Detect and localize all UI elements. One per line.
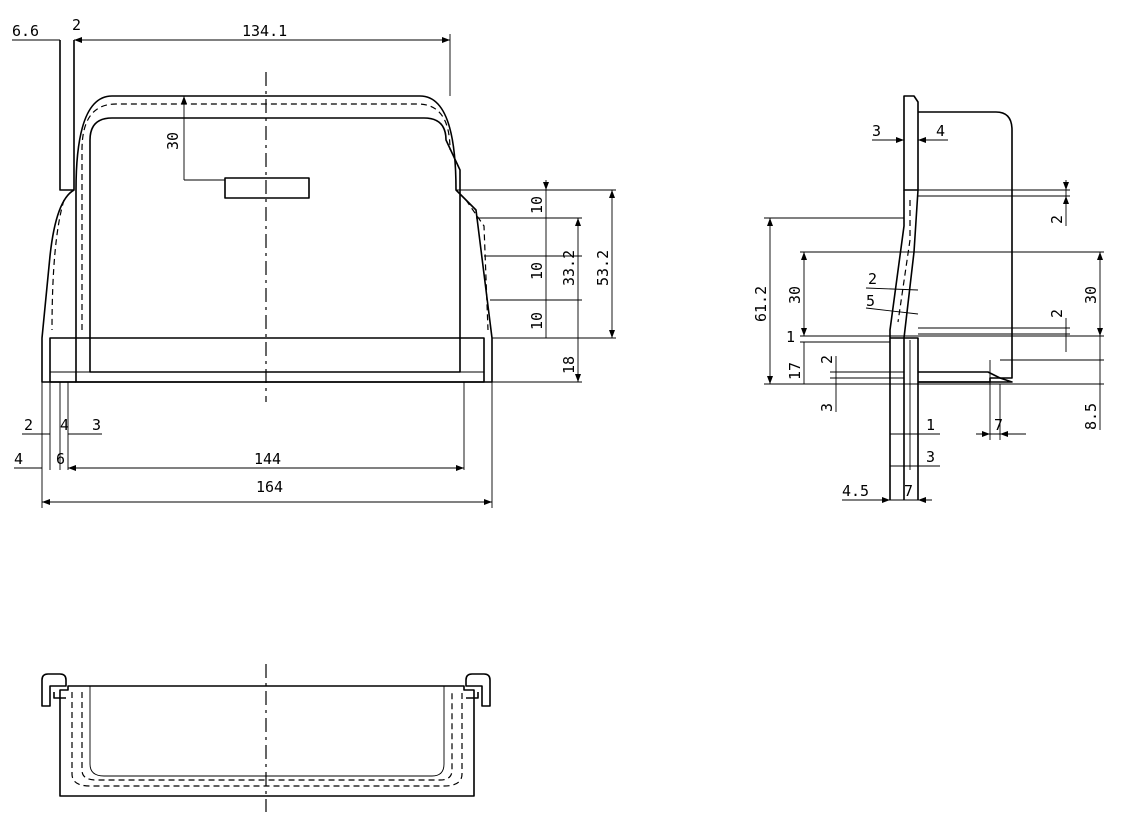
front-left-wall: [59, 40, 75, 191]
dim-53-2: 53.2: [594, 250, 612, 286]
top-hidden-inner-1: [71, 692, 463, 787]
dim-side-61-2: 61.2: [752, 286, 770, 322]
dim-2-top: 2: [72, 16, 81, 34]
dim-side-4-top: 4: [936, 122, 945, 140]
dim-side-5-slope: 5: [866, 292, 875, 310]
front-hidden-top: [81, 103, 451, 330]
side-panel-outline: [918, 111, 1013, 383]
dim-4-left: 4: [14, 450, 23, 468]
dim-30-slot: 30: [164, 132, 182, 150]
dim-side-8-5: 8.5: [1082, 403, 1100, 430]
side-foot: [918, 371, 1013, 383]
dim-10-c: 10: [528, 312, 546, 330]
dim-164: 164: [256, 478, 283, 496]
dim-side-30-right: 30: [1082, 286, 1100, 304]
dim-4-bottom: 4: [60, 416, 69, 434]
top-view: [41, 664, 491, 812]
top-left-clip: [41, 673, 67, 707]
dim-side-4-5: 4.5: [842, 482, 869, 500]
dim-side-2-slope: 2: [868, 270, 877, 288]
dim-side-1-left: 1: [786, 328, 795, 346]
top-hidden-inner-2: [81, 692, 453, 781]
front-outer-outline: [75, 95, 493, 383]
dim-side-30-left: 30: [786, 286, 804, 304]
dim-144: 144: [254, 450, 281, 468]
side-slope-hidden: [897, 200, 911, 323]
dim-6-left: 6: [56, 450, 65, 468]
dim-3-bottom: 3: [92, 416, 101, 434]
side-lower-body: [889, 337, 919, 500]
front-inner-outline: [89, 117, 461, 373]
dim-side-3-bottom: 3: [926, 448, 935, 466]
top-inner-line: [89, 686, 445, 777]
dim-side-17: 17: [786, 362, 804, 380]
side-slope-wall: [889, 189, 919, 339]
dim-side-2-upper: 2: [1048, 215, 1066, 224]
front-slot: [224, 177, 310, 199]
dim-33-2: 33.2: [560, 250, 578, 286]
dim-6-6: 6.6: [12, 22, 39, 40]
top-right-clip: [465, 673, 491, 707]
top-outer-outline: [59, 685, 475, 797]
dim-side-2-lower: 2: [1048, 309, 1066, 318]
dim-10-b: 10: [528, 262, 546, 280]
dim-2-bottom: 2: [24, 416, 33, 434]
dim-side-7-bottom: 7: [904, 482, 913, 500]
dim-side-7-foot: 7: [994, 416, 1003, 434]
front-base: [49, 337, 485, 383]
front-hidden-left: [51, 199, 65, 331]
dim-side-2-foot: 2: [818, 355, 836, 364]
dim-10-a: 10: [528, 196, 546, 214]
front-view: [12, 34, 616, 508]
front-hidden-right: [465, 199, 489, 331]
side-back-plate: [903, 95, 919, 191]
side-view: [764, 95, 1104, 503]
dim-18: 18: [560, 356, 578, 374]
dim-side-1-bottom: 1: [926, 416, 935, 434]
dim-134-1: 134.1: [242, 22, 287, 40]
dim-side-3-foot: 3: [818, 403, 836, 412]
dim-side-3-top: 3: [872, 122, 881, 140]
front-left-wing: [41, 189, 76, 383]
